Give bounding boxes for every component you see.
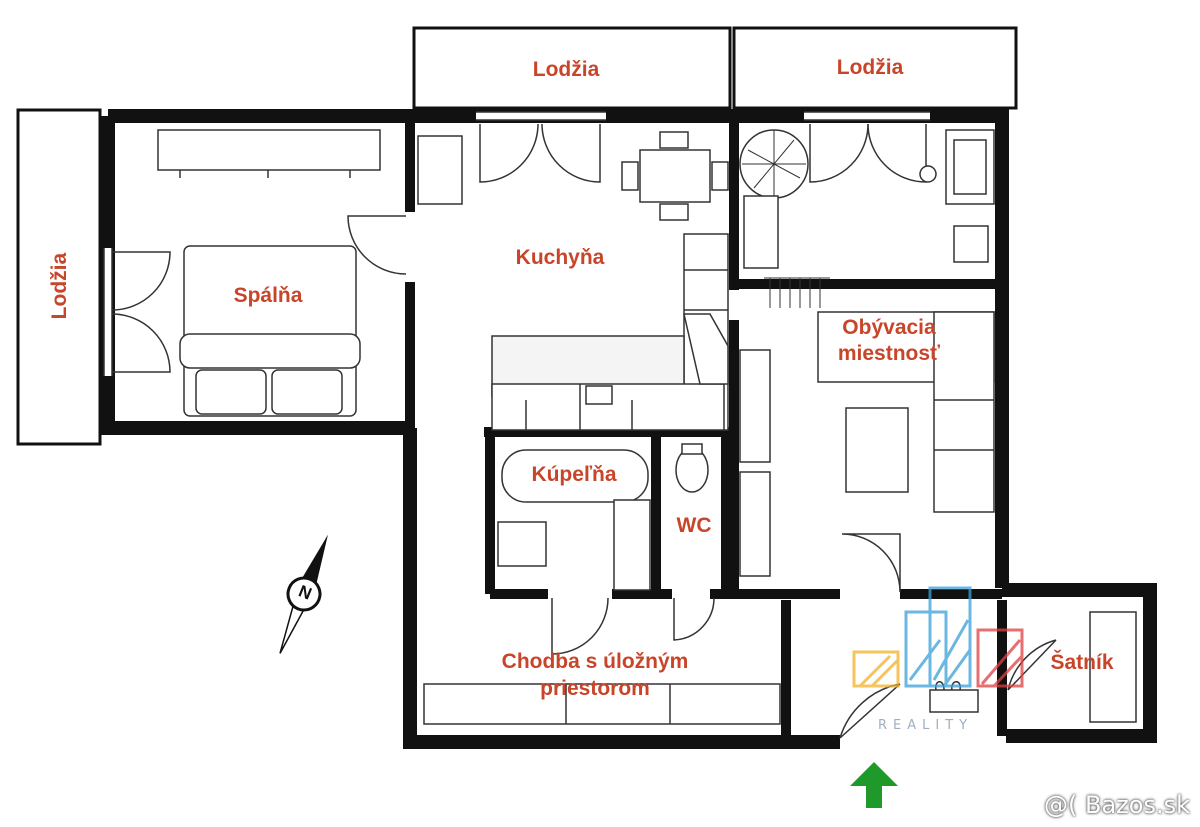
loggia-top-left bbox=[412, 26, 732, 110]
compass-needle-north bbox=[301, 534, 328, 586]
kitchen-label: Kuchyňa bbox=[515, 246, 605, 269]
living-room-label-line2: miestnosť bbox=[837, 342, 941, 365]
bedroom-label: Spálňa bbox=[233, 284, 303, 307]
loggia-top-right bbox=[732, 26, 1018, 110]
brand-logo bbox=[852, 586, 1024, 688]
bedroom-furniture bbox=[157, 129, 381, 417]
loggia-left bbox=[16, 108, 102, 446]
compass bbox=[279, 534, 328, 654]
brand-text: REALITY bbox=[878, 718, 974, 733]
hallway-label-line2: priestorom bbox=[540, 677, 650, 700]
doors bbox=[111, 123, 1057, 739]
bazos-watermark: @( Bazos.sk bbox=[1044, 791, 1190, 819]
loggia-label-top-right: Lodžia bbox=[836, 56, 904, 79]
interior-walls bbox=[405, 116, 1007, 742]
loggia-label-left: Lodžia bbox=[47, 252, 71, 320]
entrance-arrow bbox=[850, 762, 898, 808]
hallway-furniture bbox=[423, 611, 1137, 725]
bathroom-furniture bbox=[497, 443, 709, 591]
wardrobe-label: Šatník bbox=[1050, 651, 1114, 674]
living-room-label-line1: Obývacia bbox=[842, 316, 936, 339]
kitchen-furniture bbox=[417, 131, 729, 431]
loggia-label-top-left: Lodžia bbox=[532, 58, 600, 81]
bathroom-label: Kúpeľňa bbox=[531, 463, 617, 486]
living-room-furniture bbox=[739, 129, 995, 577]
hallway-label-line1: Chodba s úložným bbox=[501, 650, 689, 673]
windows bbox=[104, 112, 930, 376]
wc-label: WC bbox=[676, 514, 712, 537]
